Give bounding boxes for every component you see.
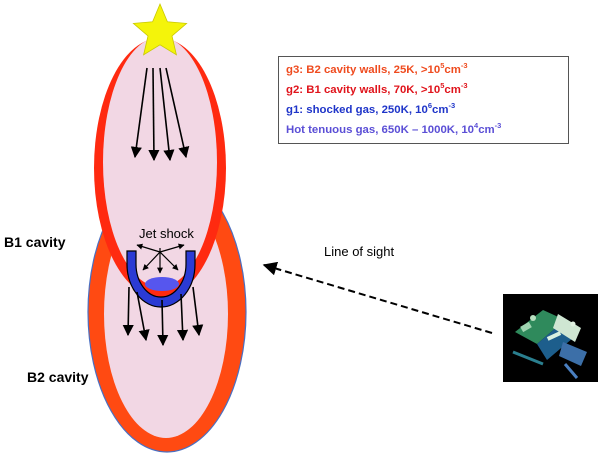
legend-g2: g2: B1 cavity walls, 70K, >105cm-3 — [286, 81, 468, 96]
b2-cavity-label: B2 cavity — [27, 369, 89, 385]
line-of-sight-arrow — [262, 261, 493, 334]
legend-g1: g1: shocked gas, 250K, 106cm-3 — [286, 101, 456, 116]
b1-cavity-interior — [103, 37, 217, 287]
outflow-arrows — [122, 286, 204, 347]
shock-blob — [145, 277, 179, 291]
telescope-icon — [503, 294, 598, 382]
jet-shock-arc — [126, 250, 196, 308]
legend-g3: g3: B2 cavity walls, 25K, >105cm-3 — [286, 61, 468, 76]
jet-shock-label: Jet shock — [139, 226, 194, 241]
b1-cavity-label: B1 cavity — [4, 234, 66, 250]
jet-shock-arrows — [136, 243, 185, 274]
star-icon — [132, 2, 188, 56]
line-of-sight-label: Line of sight — [324, 244, 395, 259]
legend-hot-gas: Hot tenuous gas, 650K – 1000K, 104cm-3 — [286, 121, 502, 136]
legend-box: g3: B2 cavity walls, 25K, >105cm-3 g2: B… — [278, 56, 569, 144]
jet-arrows — [130, 67, 190, 162]
